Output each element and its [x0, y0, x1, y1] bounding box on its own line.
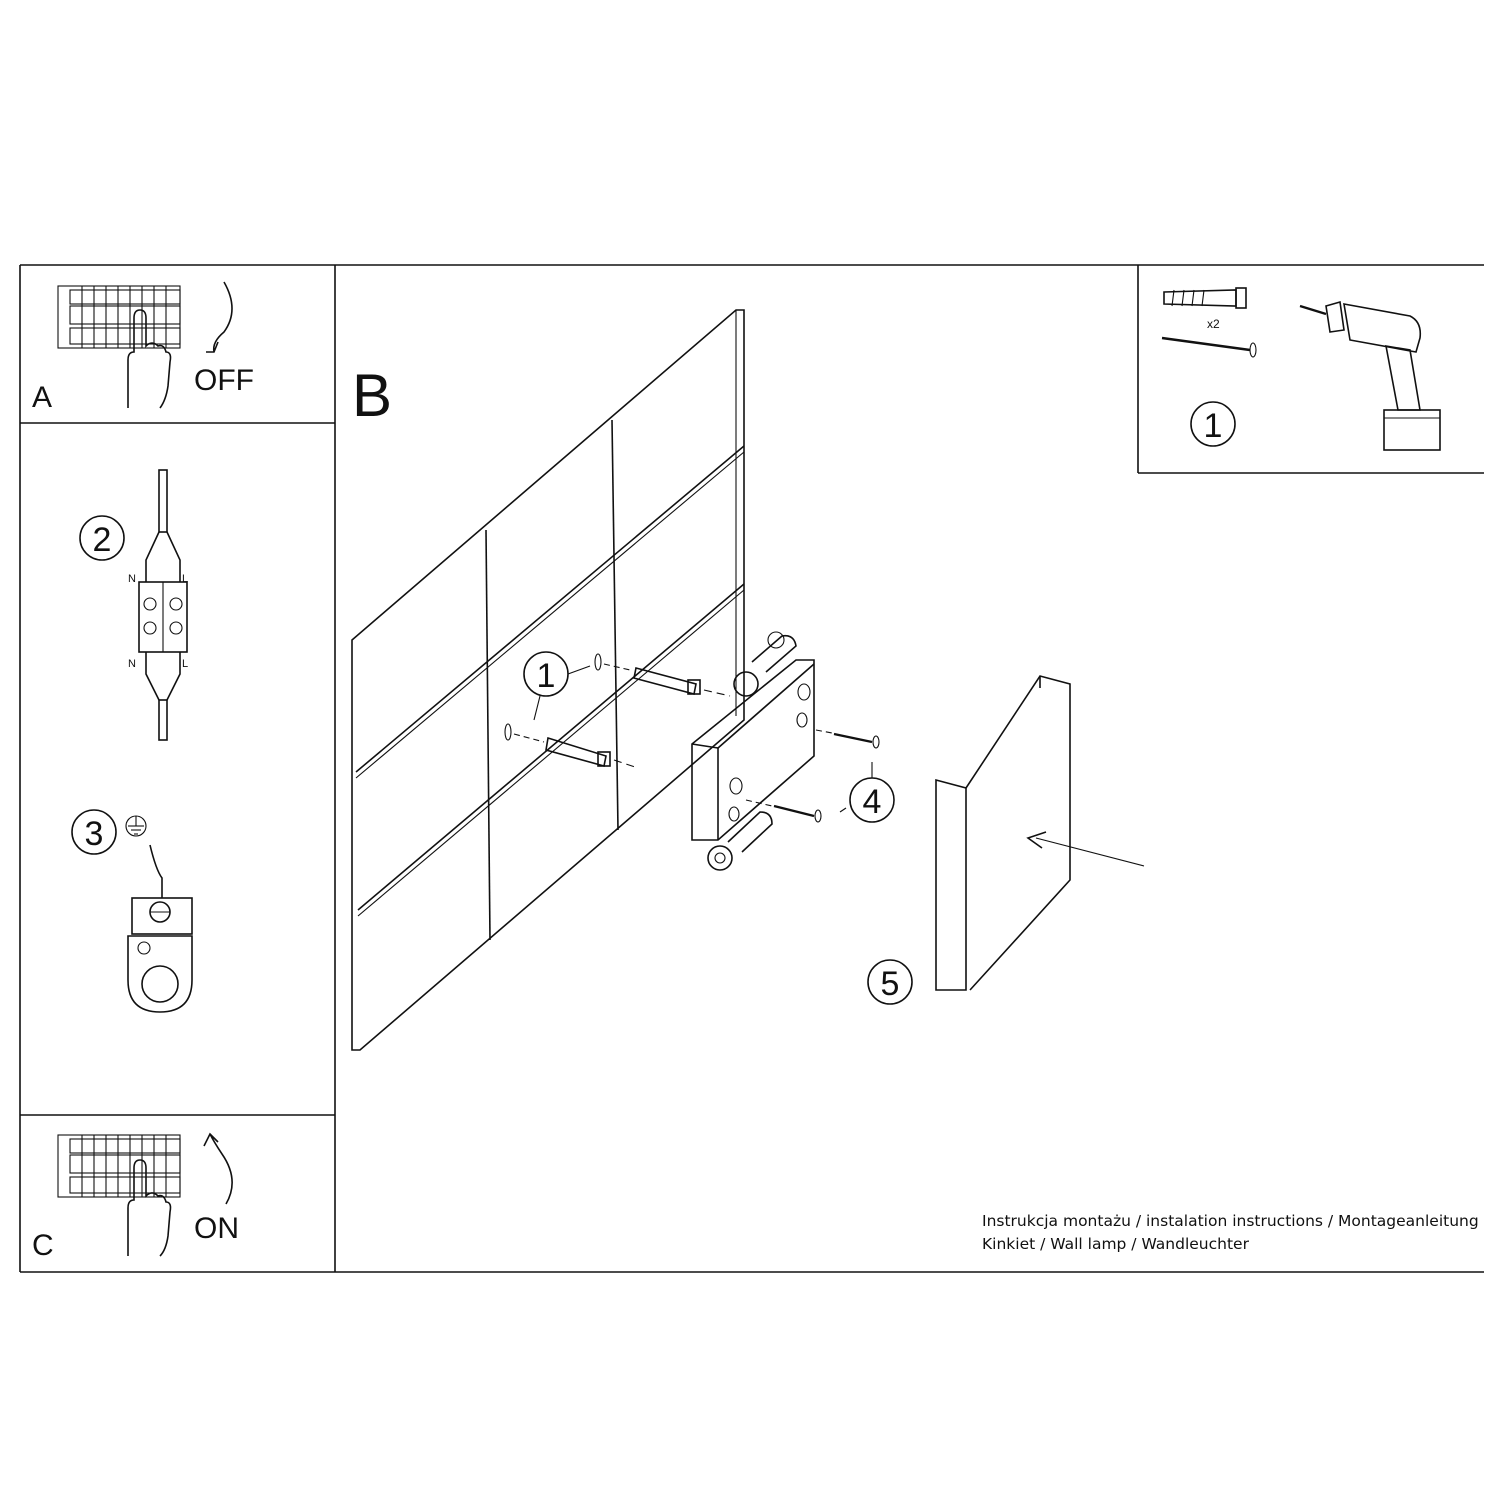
wall-anchor-icon — [504, 723, 639, 769]
action-on: ON — [194, 1212, 239, 1245]
step-2-circle — [79, 515, 125, 561]
live-label-top: L — [182, 573, 188, 585]
lamp-socket-top — [733, 631, 797, 697]
pointing-hand-icon — [127, 309, 172, 409]
ground-step: 3 — [71, 809, 193, 1013]
tools-box: x2 1 — [1161, 287, 1441, 451]
screw-icon — [833, 732, 880, 749]
pointing-hand-icon — [127, 1159, 172, 1257]
footer-caption: Instrukcja montażu / instalation instruc… — [982, 1210, 1479, 1256]
lamp-socket-bottom — [707, 811, 773, 871]
wall-anchor-icon — [594, 653, 731, 697]
panel-a-letter: A — [32, 381, 52, 414]
wall-anchor-icon — [1163, 287, 1247, 309]
wall-tiles — [351, 309, 745, 1051]
step-3-number: 3 — [85, 815, 104, 853]
terminal-block-icon — [138, 469, 188, 741]
mounting-bracket — [691, 631, 815, 871]
footer-line-product: Kinkiet / Wall lamp / Wandleuchter — [982, 1235, 1249, 1253]
wall-anchor-step: 1 — [504, 651, 731, 769]
ground-terminal-icon — [127, 897, 193, 1013]
panel-b-letter: B — [352, 362, 392, 429]
step-4-number: 4 — [863, 783, 882, 821]
screw-step: 4 — [745, 729, 895, 823]
neutral-label-top: N — [128, 573, 136, 585]
screw-icon — [1161, 336, 1257, 358]
circuit-breaker-panel-icon — [57, 285, 181, 349]
live-label-bottom: L — [182, 658, 188, 670]
step-1-tools-number: 1 — [1204, 407, 1223, 445]
footer-line-instructions: Instrukcja montażu / instalation instruc… — [982, 1212, 1479, 1230]
step-1-wall-number: 1 — [537, 657, 556, 695]
wiring-step: 2 N L N L — [79, 469, 188, 741]
power-drill-icon — [1299, 300, 1441, 451]
panel-c: ON C — [32, 1132, 239, 1262]
step-2-number: 2 — [93, 521, 112, 559]
step-3-circle — [71, 809, 117, 855]
ground-symbol-icon — [125, 815, 147, 837]
step-4-circle — [849, 777, 895, 823]
curved-arrow-up-icon — [203, 1132, 233, 1205]
lamp-cover — [935, 675, 1145, 991]
circuit-breaker-panel-icon — [57, 1134, 181, 1198]
anchor-count: x2 — [1207, 317, 1220, 331]
panel-a: OFF A — [32, 281, 254, 414]
panel-c-letter: C — [32, 1229, 54, 1262]
neutral-label-bottom: N — [128, 658, 136, 670]
action-off: OFF — [194, 364, 254, 397]
step-5-circle — [867, 959, 913, 1005]
screw-icon — [773, 804, 822, 823]
curved-arrow-down-icon — [206, 281, 233, 353]
diagram-frame — [19, 264, 1484, 1273]
step-5-number: 5 — [881, 965, 900, 1003]
step-1-tools-circle — [1190, 401, 1236, 447]
